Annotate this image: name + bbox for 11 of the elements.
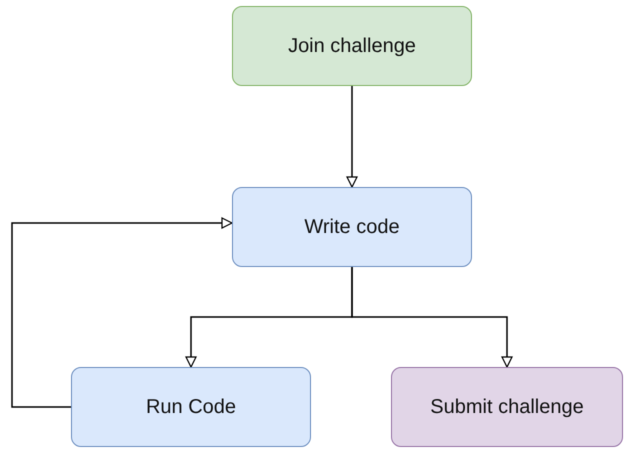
process-box xyxy=(232,6,472,86)
node-label: Write code xyxy=(304,216,400,238)
arrow xyxy=(346,86,358,188)
process-box xyxy=(232,187,472,267)
process-box xyxy=(391,367,623,447)
node-label: Run Code xyxy=(146,396,236,418)
node-label: Submit challenge xyxy=(430,396,584,418)
arrow xyxy=(351,267,513,368)
arrow xyxy=(11,217,233,408)
node-label: Join challenge xyxy=(288,34,416,58)
process-box xyxy=(71,367,311,447)
